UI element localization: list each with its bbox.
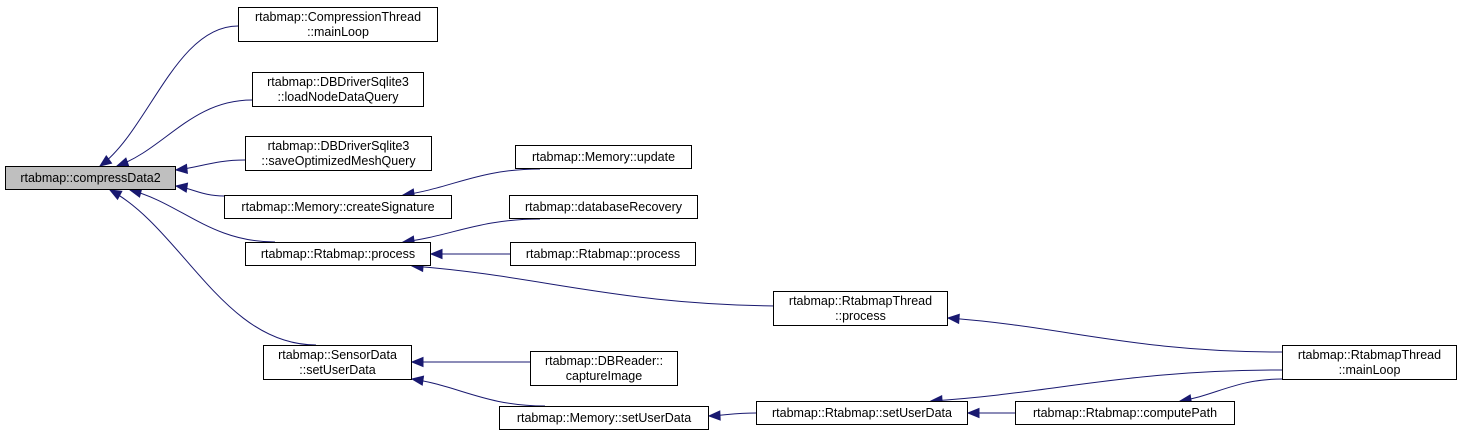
edge-memSetUser-to-sensorSetUser (411, 378, 546, 407)
arrowhead-icon (108, 189, 123, 201)
node-label-line: ::saveOptimizedMeshQuery (261, 153, 416, 168)
node-db-reader-capture-image[interactable]: rtabmap::DBReader:: captureImage (530, 351, 678, 386)
node-compression-thread-mainloop[interactable]: rtabmap::CompressionThread ::mainLoop (238, 7, 438, 42)
edge-rtProcess-to-compress (129, 189, 276, 243)
edge-threadMain-to-rtSetUser (930, 369, 1283, 402)
node-label-line: rtabmap::CompressionThread (254, 9, 422, 24)
node-rtabmap-thread-process[interactable]: rtabmap::RtabmapThread ::process (773, 291, 948, 326)
arrowhead-icon (707, 410, 721, 421)
node-label-line: rtabmap::databaseRecovery (524, 199, 683, 214)
node-label-line: rtabmap::RtabmapThread (1297, 347, 1442, 362)
node-sensor-data-set-user-data[interactable]: rtabmap::SensorData ::setUserData (263, 345, 412, 380)
node-label-line: ::loadNodeDataQuery (277, 89, 399, 104)
edge-threadMain-to-computePath (1179, 378, 1283, 402)
arrowhead-icon (410, 356, 424, 368)
node-save-optimized-mesh-query[interactable]: rtabmap::DBDriverSqlite3 ::saveOptimized… (245, 136, 432, 171)
node-label-line: rtabmap::Memory::createSignature (241, 199, 435, 214)
edge-threadMain-to-threadProcess (947, 317, 1283, 353)
arrowhead-icon (98, 155, 113, 167)
node-compress-data2: rtabmap::compressData2 (5, 166, 176, 190)
arrowhead-icon (946, 313, 960, 325)
node-database-recovery[interactable]: rtabmap::databaseRecovery (509, 195, 698, 219)
node-label-line: rtabmap::Memory::setUserData (516, 410, 692, 425)
node-label-line: captureImage (565, 368, 643, 383)
node-label-line: rtabmap::DBDriverSqlite3 (267, 138, 410, 153)
arrowhead-icon (174, 182, 189, 193)
node-label-line: rtabmap::Rtabmap::process (525, 246, 681, 261)
edge-dbRecovery-to-rtProcess (402, 218, 541, 243)
node-memory-set-user-data[interactable]: rtabmap::Memory::setUserData (499, 406, 709, 430)
node-memory-update[interactable]: rtabmap::Memory::update (515, 145, 692, 169)
node-label-line: rtabmap::Rtabmap::process (260, 246, 416, 261)
node-label-line: rtabmap::SensorData (278, 347, 397, 362)
node-label-line: rtabmap::Rtabmap::setUserData (772, 405, 952, 420)
node-memory-create-signature[interactable]: rtabmap::Memory::createSignature (224, 195, 452, 219)
edge-memUpdate-to-createSig (402, 168, 541, 196)
arrowhead-icon (966, 407, 980, 419)
arrowhead-icon (410, 375, 425, 386)
edge-compMain-to-compress (99, 25, 239, 167)
node-rtabmap-process[interactable]: rtabmap::Rtabmap::process (245, 242, 431, 266)
edge-threadProcess-to-rtProcess (411, 265, 791, 307)
node-rtabmap-compute-path[interactable]: rtabmap::Rtabmap::computePath (1015, 401, 1235, 425)
node-label-line: ::mainLoop (307, 24, 369, 39)
node-label-line: rtabmap::RtabmapThread (788, 293, 933, 308)
node-label-line: rtabmap::DBReader:: (544, 353, 664, 368)
arrowhead-icon (429, 248, 443, 260)
node-label-line: rtabmap::compressData2 (20, 170, 161, 185)
node-rtabmap-thread-mainloop[interactable]: rtabmap::RtabmapThread ::mainLoop (1282, 345, 1457, 380)
node-label-line: ::mainLoop (1338, 362, 1401, 377)
node-label-line: rtabmap::Memory::update (531, 149, 676, 164)
edge-loadNode-to-compress (116, 99, 253, 167)
node-load-node-data-query[interactable]: rtabmap::DBDriverSqlite3 ::loadNodeDataQ… (252, 72, 424, 107)
node-label-line: rtabmap::Rtabmap::computePath (1032, 405, 1218, 420)
node-rtabmap-set-user-data[interactable]: rtabmap::Rtabmap::setUserData (756, 401, 968, 425)
node-label-line: ::process (835, 308, 886, 323)
node-rtabmap-process-caller[interactable]: rtabmap::Rtabmap::process (510, 242, 696, 266)
node-label-line: ::setUserData (299, 362, 376, 377)
node-label-line: rtabmap::DBDriverSqlite3 (267, 74, 409, 89)
arrowhead-icon (174, 163, 188, 175)
edge-sensorSetUser-to-compress (109, 189, 317, 346)
